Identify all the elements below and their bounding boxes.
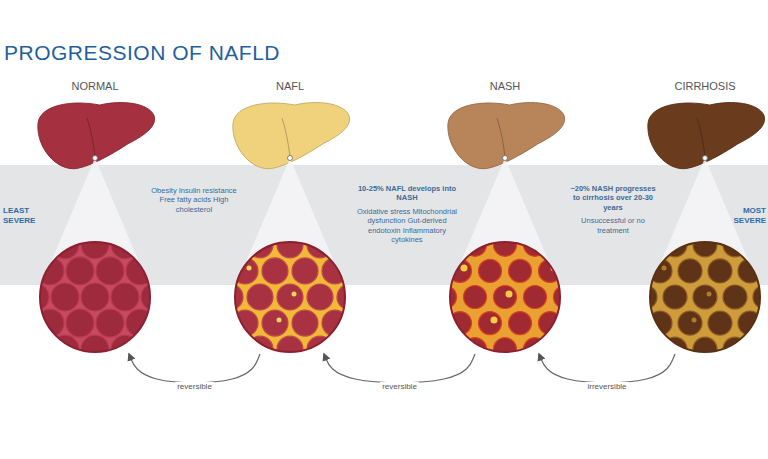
diagram-title: PROGRESSION OF NAFLD — [4, 40, 280, 65]
magnify-point — [93, 156, 98, 161]
tissue-magnification — [0, 205, 214, 390]
tissue-outline — [650, 242, 760, 352]
liver-shape — [648, 103, 765, 169]
liver-illustration — [233, 103, 350, 169]
liver-illustration — [448, 103, 565, 169]
tissue-outline — [450, 242, 560, 352]
liver-fissure — [697, 118, 705, 156]
stage-description: Obesity Insulin resistance Free fatty ac… — [148, 186, 240, 214]
liver-fissure — [87, 118, 95, 156]
magnify-point — [703, 156, 708, 161]
progression-arrow — [324, 354, 475, 383]
magnify-point — [288, 156, 293, 161]
stage-column: NORMAL — [38, 80, 154, 354]
edge-label: irreversible — [585, 382, 628, 391]
liver-fissure — [282, 118, 290, 156]
progression-arrow — [129, 354, 260, 383]
liver-shape — [38, 103, 155, 169]
severity-label: LEAST SEVERE — [3, 206, 39, 226]
magnify-cone — [45, 158, 145, 276]
stage-heading: NORMAL — [35, 80, 155, 93]
stage-heading: CIRRHOSIS — [645, 80, 765, 93]
liver-fissure — [497, 118, 505, 156]
liver-shape — [233, 103, 350, 169]
liver-illustration — [38, 103, 155, 169]
stage-description: 10-25% NAFL develops into NASH — [355, 184, 459, 203]
tissue-outline — [40, 242, 150, 352]
liver-shape — [448, 103, 565, 169]
stage-description: Oxidative stress Mitochondrial dysfuncti… — [355, 207, 459, 245]
liver-illustration — [648, 103, 765, 169]
edge-label: reversible — [175, 382, 214, 391]
tissue-outline — [235, 242, 345, 352]
stage-heading: NAFL — [230, 80, 350, 93]
stage-description: Unsuccessful or no treatment — [567, 216, 659, 235]
stage-description: ~20% NASH progresses to cirrhosis over 2… — [567, 184, 659, 212]
magnify-point — [503, 156, 508, 161]
severity-label: MOST SEVERE — [729, 206, 766, 226]
stage-column: NASH 10-25% NAFL develops into NASH Oxidat… — [352, 80, 562, 354]
progression-arrow — [539, 354, 675, 383]
stage-heading: NASH — [445, 80, 565, 93]
edge-label: reversible — [380, 382, 419, 391]
stage-column: NAFL Obesity Insulin resistance Free fatt… — [145, 80, 348, 354]
